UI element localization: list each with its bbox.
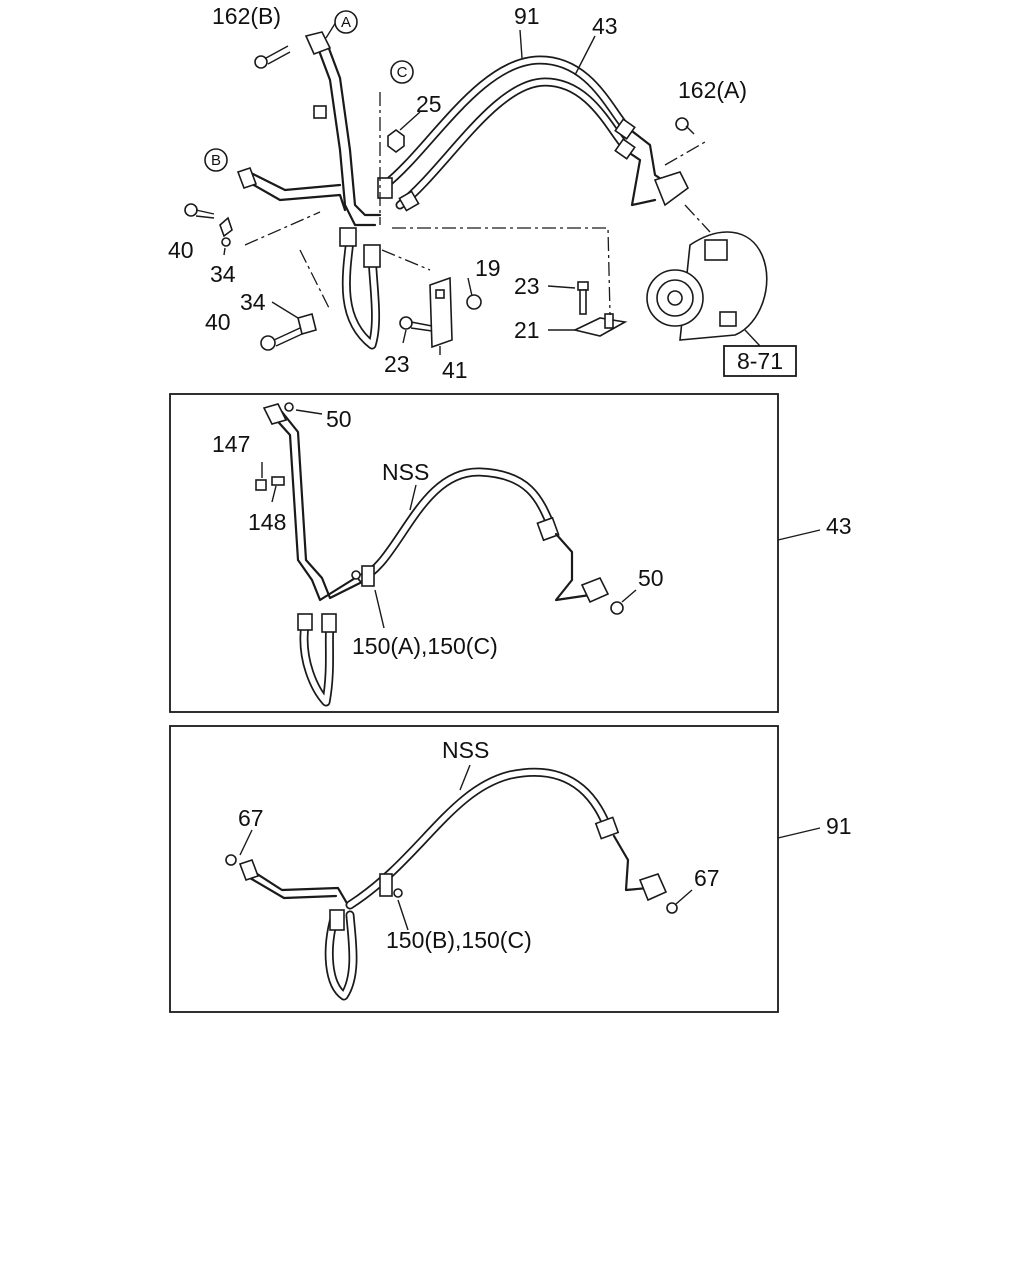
bracket-21 xyxy=(572,281,628,337)
ref-box-8-71 xyxy=(723,345,797,377)
callout-162b: 162(B) xyxy=(212,3,281,29)
bolt-162b xyxy=(254,45,291,69)
callout-162a: 162(A) xyxy=(678,77,747,103)
bolts xyxy=(184,45,695,351)
callout-50-right: 50 xyxy=(638,565,664,591)
callout-148: 148 xyxy=(248,509,286,535)
compressor xyxy=(646,231,768,341)
alignment-lines xyxy=(244,92,711,316)
marker-c-label: C xyxy=(397,64,408,81)
callout-91-side: 91 xyxy=(826,813,852,839)
callout-91-top: 91 xyxy=(514,3,540,29)
callout-23-upper: 23 xyxy=(514,273,540,299)
callout-40-lower: 40 xyxy=(205,309,231,335)
ref-label-8-71[interactable]: 8-71 xyxy=(737,348,783,374)
callout-41: 41 xyxy=(442,357,468,383)
part-148-icon xyxy=(271,476,285,486)
callout-19: 19 xyxy=(475,255,501,281)
callout-nss-43: NSS xyxy=(382,459,429,485)
callout-25: 25 xyxy=(416,91,442,117)
callout-40-upper: 40 xyxy=(168,237,194,263)
clip-34-lower xyxy=(297,313,317,335)
bolt-162a xyxy=(675,117,695,135)
callout-67-left: 67 xyxy=(238,805,264,831)
left-pipe-assembly xyxy=(236,31,420,350)
callout-34-lower: 34 xyxy=(240,289,266,315)
part-147-icon xyxy=(255,479,267,491)
detail-box-43: 43 50 147 148 NSS 50 15 xyxy=(169,393,852,713)
callout-34-upper: 34 xyxy=(210,261,236,287)
clip-34-upper xyxy=(219,216,233,247)
callout-21: 21 xyxy=(514,317,540,343)
callout-43-side: 43 xyxy=(826,513,852,539)
callout-nss-91: NSS xyxy=(442,737,489,763)
nut-25 xyxy=(387,129,405,153)
callout-23-lower: 23 xyxy=(384,351,410,377)
callout-43-top: 43 xyxy=(592,13,618,39)
callout-67-right: 67 xyxy=(694,865,720,891)
callout-50-top: 50 xyxy=(326,406,352,432)
callout-150bc: 150(B),150(C) xyxy=(386,927,532,953)
detail-box-91: 91 67 NSS 67 150(B),150(C) xyxy=(169,725,852,1013)
callout-147: 147 xyxy=(212,431,250,457)
leader-lines xyxy=(223,21,761,355)
marker-b: B xyxy=(204,148,228,172)
marker-a-label: A xyxy=(341,14,351,31)
hose-arch-pair xyxy=(380,55,690,210)
marker-a: A xyxy=(334,10,358,34)
bolt-40-upper xyxy=(184,203,215,219)
callout-150ac: 150(A),150(C) xyxy=(352,633,498,659)
bolt-23-lower xyxy=(399,316,433,332)
marker-b-label: B xyxy=(211,152,221,169)
bracket-41 xyxy=(429,276,482,349)
bolt-40-lower xyxy=(260,327,303,351)
marker-c: C xyxy=(390,60,414,84)
top-assembly: A B C 8-71 162(B) 91 43 25 162(A) 40 34 … xyxy=(168,3,797,383)
